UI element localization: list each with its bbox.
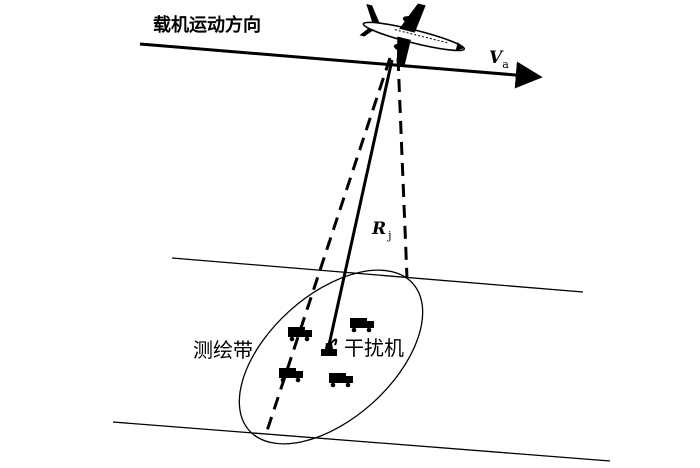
truck-icon xyxy=(288,327,312,342)
jammer-range-line xyxy=(327,59,394,346)
flight-direction-arrow xyxy=(139,42,543,89)
airplane-icon xyxy=(359,3,466,66)
swath-far-boundary xyxy=(112,421,611,462)
velocity-label: Va xyxy=(489,48,509,71)
swath-label: 测绘带 xyxy=(193,338,253,362)
truck-icon xyxy=(350,318,374,333)
beam-edge-left xyxy=(264,57,392,435)
swath-near-boundary xyxy=(171,257,584,293)
radar-dish-icon xyxy=(321,338,338,356)
truck-icon xyxy=(279,368,303,383)
truck-icon xyxy=(329,373,353,388)
jammer-label: 干扰机 xyxy=(344,336,404,360)
beam-footprint-ellipse xyxy=(238,269,424,445)
beam-edge-right xyxy=(396,57,409,279)
platform-direction-label: 载机运动方向 xyxy=(153,14,261,36)
